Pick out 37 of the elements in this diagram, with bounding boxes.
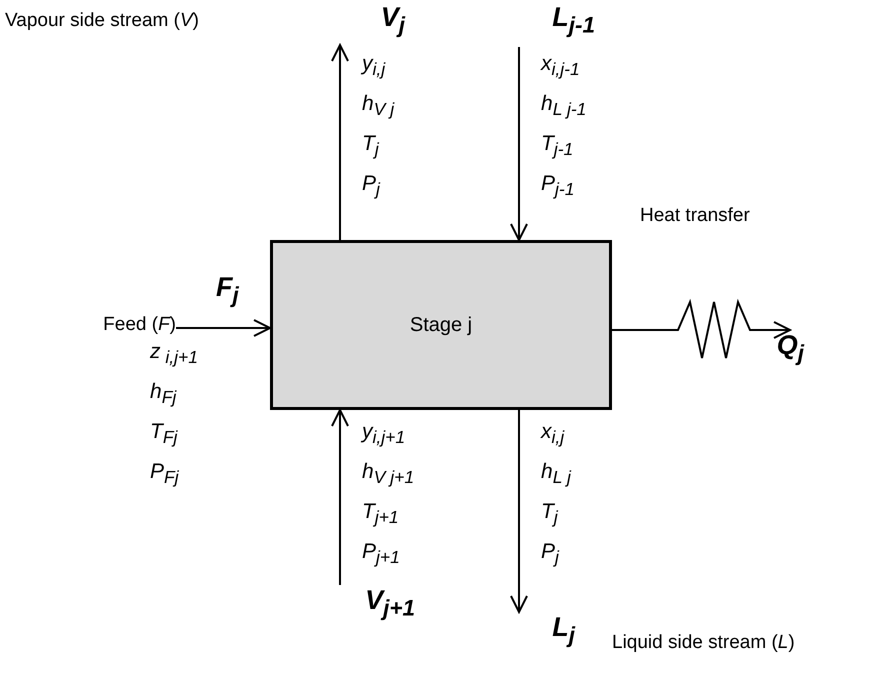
variable-label: h$_{Fj}$ [150,380,176,408]
variable-label: y$_{i,j}$ [362,52,386,80]
heat-label: Heat transfer [640,205,750,227]
stream-label: Feed (F) [58,314,176,342]
variable-label: x$_{i,j-1}$ [541,52,580,80]
arrow [331,44,349,240]
variable-label: P$_{j}$ [541,540,559,568]
variable-label: T$_{j-1}$ [541,132,574,160]
variable-label: P$_{j+1}$ [362,540,400,568]
stream-label: L$_{j-1}$ [505,2,595,47]
arrow [510,47,528,241]
variable-label: T$_{j}$ [541,500,558,528]
variable-label: P$_{Fj}$ [150,460,179,488]
stream-label: V$_{j+1}$ [325,585,415,630]
arrow [331,409,349,585]
variable-label: h$_{V j+1}$ [362,460,414,488]
stream-name: Vapour side stream (V) [5,10,199,32]
variable-label: T$_{j}$ [362,132,379,160]
variable-label: h$_{V j}$ [362,92,394,120]
variable-label: T$_{Fj}$ [150,420,178,448]
variable-label: x$_{i,j}$ [541,420,564,448]
variable-label: P$_{j-1}$ [541,172,574,200]
stream-label: Q$_{j}$ [752,330,804,374]
variable-label: h$_{L j}$ [541,460,571,488]
stream-name: Liquid side stream (L) [612,632,795,654]
variable-label: T$_{j+1}$ [362,500,399,528]
variable-label: y$_{i,j+1}$ [362,420,406,448]
stream-label: V$_{j}$ [325,2,405,45]
variable-label: z $_{i,j+1}$ [150,340,198,368]
stream-label: F$_{j}$ [216,272,239,308]
arrow [510,410,528,613]
arrow [176,319,271,337]
variable-label: h$_{L j-1}$ [541,92,586,120]
stream-label: L$_{j}$ [505,612,575,657]
stage-box: Stage j [270,240,612,410]
variable-label: P$_{j}$ [362,172,380,200]
zigzag-arrow [612,298,791,359]
